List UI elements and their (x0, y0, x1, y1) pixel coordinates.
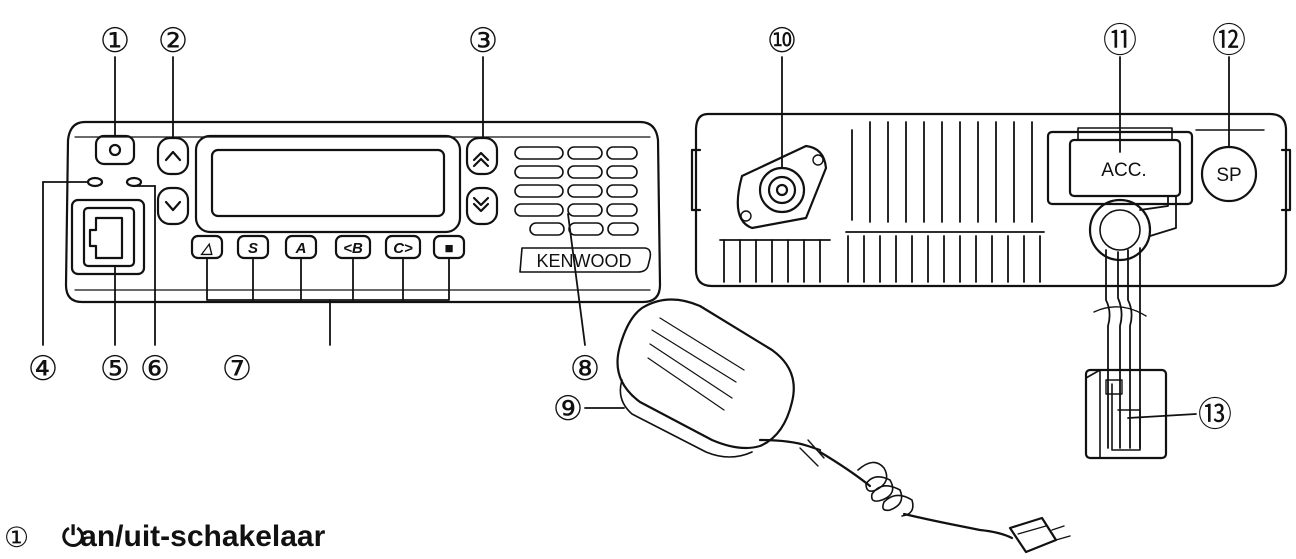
heatsink-fins (719, 121, 1045, 283)
led-right (125, 176, 143, 188)
callout-8: ⑧ (570, 349, 600, 389)
key-label-3: A (295, 240, 307, 257)
callout-5: ⑤ (100, 349, 130, 389)
group-down-button[interactable] (465, 186, 499, 226)
leader-lines-front (42, 56, 586, 346)
callout-3: ③ (468, 21, 498, 61)
sp-label: SP (1216, 165, 1241, 186)
acc-label: ACC. (1101, 160, 1146, 181)
channel-down-button[interactable] (156, 186, 190, 226)
key-label-2: S (248, 240, 258, 257)
callout-10: ⑩ (767, 21, 797, 61)
accessory-cable (1088, 195, 1177, 449)
rear-panel (690, 112, 1292, 288)
callout-1: ① (100, 21, 130, 61)
callout-6: ⑥ (140, 349, 170, 389)
callout-4: ④ (28, 349, 58, 389)
cable-plug (1084, 368, 1168, 460)
callout-7: ⑦ (222, 349, 252, 389)
mic-jack (70, 198, 146, 276)
key-label-6: ■ (444, 240, 453, 257)
power-icon: ⏻ (62, 520, 85, 553)
leader-lines-rear (781, 56, 1230, 419)
power-button[interactable] (94, 134, 136, 166)
group-up-button[interactable] (465, 136, 499, 176)
brand-badge (519, 247, 652, 273)
caption-number: ① (4, 520, 30, 554)
key-label-1: △ (199, 240, 213, 257)
callout-13: ⑬ (1198, 395, 1232, 435)
key-label-5: C> (393, 240, 413, 257)
key-label-4: <B (343, 240, 363, 257)
lcd-display (194, 134, 462, 234)
callout-2: ② (158, 21, 188, 61)
callout-9: ⑨ (553, 389, 583, 429)
channel-up-button[interactable] (156, 136, 190, 176)
led-left (86, 176, 104, 188)
button-labels: △ S A <B C> ■ (199, 240, 453, 257)
microphone (584, 298, 1071, 554)
callout-12: ⑫ (1212, 21, 1246, 61)
callout-numbers: ① ② ③ ④ ⑤ ⑥ ⑦ ⑧ ⑨ ⑩ ⑪ ⑫ ⑬ (28, 21, 1246, 435)
speaker-grille (514, 146, 639, 236)
caption-text: an/uit-schakelaar (80, 520, 326, 553)
callout-11: ⑪ (1103, 21, 1137, 61)
section-caption: ① ⏻ an/uit-schakelaar (0, 515, 325, 559)
brand-label: KENWOOD (536, 251, 631, 271)
